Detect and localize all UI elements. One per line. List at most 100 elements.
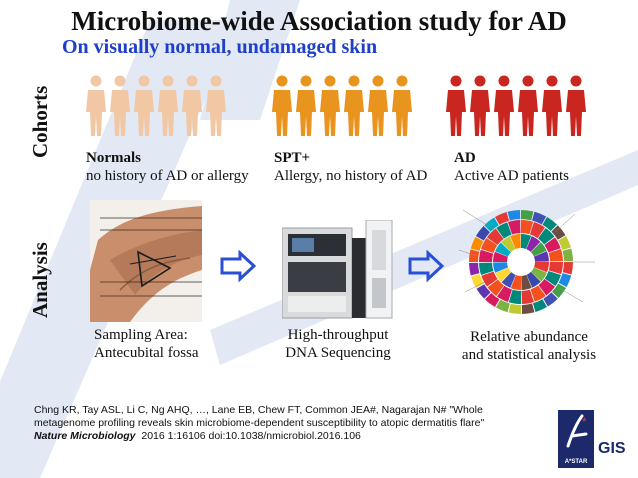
abundance-wedge	[532, 299, 547, 312]
abundance-wedge	[479, 249, 494, 262]
abundance-wedge	[471, 273, 484, 288]
abundance-wedge	[521, 289, 534, 304]
cohort-desc-normals: no history of AD or allergy	[86, 168, 249, 184]
citation-line1: Chng KR, Tay ASL, Li C, Ng AHQ, …, Lane …	[34, 404, 483, 416]
person-icon	[320, 75, 340, 136]
cohort-name-normals: Normals	[86, 150, 141, 166]
abundance-wedge	[542, 216, 558, 231]
cohort-desc-spt: Allergy, no history of AD	[274, 168, 428, 184]
abundance-wedge	[475, 225, 490, 241]
person-icon	[206, 75, 226, 136]
abundance-wedge	[495, 267, 512, 282]
abundance-wedge	[521, 303, 535, 314]
slide-subtitle: On visually normal, undamaged skin	[62, 36, 378, 58]
abundance-wedge	[476, 284, 491, 299]
abundance-wedge	[521, 274, 532, 290]
caption-sequencing-line1: High-throughput	[287, 327, 389, 343]
cohort-name-spt: SPT+	[274, 150, 311, 166]
abundance-wedge	[558, 236, 571, 251]
person-icon	[272, 75, 292, 136]
abundance-wedge	[544, 270, 561, 287]
citation-ref: 2016 1:16106 doi:10.1038/nmicrobiol.2016…	[141, 430, 361, 442]
abundance-wedge	[531, 267, 547, 282]
sequencer-image	[282, 220, 393, 319]
abundance-wedge	[538, 228, 555, 245]
abundance-wedge	[521, 210, 534, 221]
caption-sampling-line2: Antecubital fossa	[94, 345, 199, 361]
caption-analysis: Relative abundance and statistical analy…	[444, 328, 614, 364]
abundance-wedge	[484, 293, 500, 308]
astar-logo-icon: *	[566, 414, 588, 448]
gis-logo: * A*STAR	[558, 410, 594, 468]
logo-name: GIS	[598, 440, 626, 457]
abundance-wedge	[479, 262, 494, 275]
person-icon	[470, 75, 490, 136]
row-label-analysis: Analysis	[28, 242, 52, 318]
slide-title: Microbiome-wide Association study for AD	[71, 6, 567, 36]
abundance-wedge	[543, 292, 558, 307]
abundance-wedge	[484, 217, 499, 232]
citation-journal: Nature Microbiology	[34, 430, 136, 442]
abundance-wedge	[530, 242, 547, 257]
citation-line3: Nature Microbiology 2016 1:16106 doi:10.…	[34, 430, 484, 443]
flow-arrow-icon	[220, 250, 257, 282]
person-icon	[518, 75, 538, 136]
person-icon	[344, 75, 364, 136]
abundance-wedge	[510, 275, 521, 290]
abundance-wedge	[487, 228, 504, 245]
abundance-wedge	[493, 262, 509, 273]
abundance-wedge	[508, 303, 521, 314]
abundance-wedge	[526, 271, 541, 288]
abundance-wedge	[532, 211, 547, 225]
caption-analysis-line1: Relative abundance	[470, 329, 588, 345]
abundance-wedge	[495, 212, 510, 225]
abundance-wedge	[526, 236, 541, 252]
abundance-wedge	[510, 234, 521, 250]
person-icon	[494, 75, 514, 136]
person-icon	[110, 75, 130, 136]
abundance-wedge	[534, 262, 549, 273]
person-icon	[392, 75, 412, 136]
cohort-figures-normals	[86, 75, 226, 136]
abundance-wedge	[496, 222, 512, 239]
abundance-wedge	[495, 242, 511, 257]
row-label-cohorts: Cohorts	[28, 85, 52, 158]
cohort-desc-ad: Active AD patients	[454, 168, 569, 184]
cohort-name-ad: AD	[454, 150, 476, 166]
flow-arrow-icon	[408, 250, 445, 282]
person-icon	[296, 75, 316, 136]
abundance-wedge	[487, 279, 504, 296]
abundance-wedge	[538, 279, 555, 296]
sampling-area-image	[90, 200, 202, 322]
abundance-wedge	[558, 273, 572, 288]
person-icon	[542, 75, 562, 136]
person-icon	[86, 75, 106, 136]
abundance-wedge	[508, 220, 521, 235]
svg-text:*: *	[582, 415, 587, 429]
person-icon	[182, 75, 202, 136]
abundance-wedge	[501, 272, 516, 288]
caption-sequencing: High-throughput DNA Sequencing	[268, 326, 408, 362]
person-icon	[566, 75, 586, 136]
abundance-wedge	[548, 249, 563, 262]
abundance-wedge	[508, 289, 521, 304]
caption-analysis-line2: and statistical analysis	[461, 347, 597, 363]
person-icon	[134, 75, 154, 136]
abundance-wedge	[495, 299, 510, 313]
abundance-wedge	[551, 225, 566, 240]
abundance-wedge	[529, 222, 546, 239]
abundance-wedge	[533, 251, 549, 262]
abundance-wedge	[507, 210, 521, 221]
citation: Chng KR, Tay ASL, Li C, Ng AHQ, …, Lane …	[34, 404, 484, 443]
person-icon	[446, 75, 466, 136]
caption-sampling: Sampling Area: Antecubital fossa	[80, 326, 234, 362]
abundance-wedge	[552, 283, 567, 299]
abundance-wedge	[501, 236, 516, 253]
abundance-wedge	[470, 236, 484, 251]
abundance-wedge	[530, 285, 546, 302]
cohort-figures-ad	[446, 75, 586, 136]
abundance-wedge	[562, 262, 573, 275]
abundance-wedge	[496, 285, 513, 302]
citation-line2: metagenome profiling reveals skin microb…	[34, 417, 485, 429]
abundance-wedge	[548, 262, 563, 275]
